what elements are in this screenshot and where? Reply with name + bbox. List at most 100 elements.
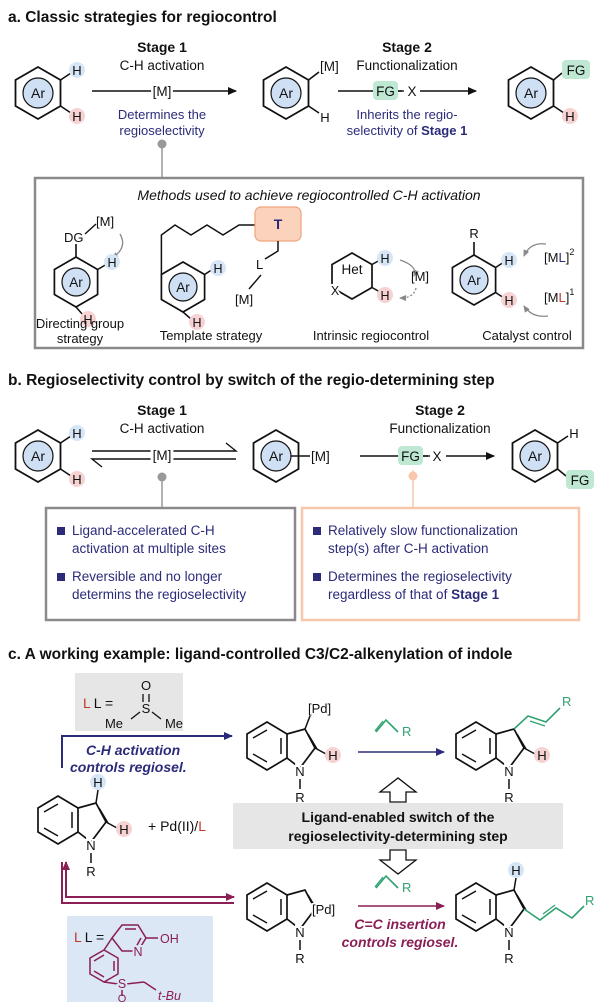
ar-label: Ar [467, 273, 481, 288]
c-bottom-bent-arrow-shaft [65, 876, 235, 901]
ligand2-tbu: t-Bu [158, 989, 181, 1003]
ligand1-s: S [142, 701, 151, 716]
ligand1-me2: Me [165, 716, 183, 731]
section-a-heading: a. Classic strategies for regiocontrol [8, 9, 277, 26]
b-right-line-1: Relatively slow functionalization [328, 523, 518, 538]
h-atom: H [569, 426, 578, 441]
fg-reagent-label: FG [401, 449, 420, 464]
indole-c3-pd: [Pd] H N R [246, 701, 341, 805]
b-right-line-4: regardless of that of Stage 1 [328, 587, 500, 602]
het-label: Het [341, 262, 362, 277]
c-top-label-2: controls regiosel. [70, 759, 187, 775]
a-connector-dot [157, 139, 167, 149]
method-intrinsic: Het X H H [M] [329, 250, 429, 303]
indole-r: R [504, 790, 513, 805]
ligand2-oh: OH [160, 932, 179, 946]
fg-reagent-box [398, 446, 423, 465]
b-left-box [44, 506, 297, 622]
c-top-bent-arrow [61, 732, 233, 768]
indole-r: R [504, 951, 513, 966]
b-eq-arrow-forward [92, 442, 238, 452]
h-atom-blue: H [72, 63, 81, 78]
b-eq-arrow-back [90, 458, 236, 468]
fg-label: FG [571, 473, 590, 488]
c-top-label-1: C-H activation [86, 742, 180, 758]
b-stage2-sub: Functionalization [389, 421, 490, 436]
bullet-square [313, 573, 321, 581]
alkene-reagent-bottom [375, 874, 399, 889]
method-directing-group: Ar DG [M] H H [53, 214, 124, 327]
c-bottom-label-1: C=C insertion [354, 916, 445, 932]
indole-n: N [86, 838, 95, 853]
ligand2-box [67, 916, 213, 1002]
ligand2-s: S [118, 977, 126, 991]
h-atom-pink: H [504, 294, 513, 308]
indole-n: N [295, 764, 304, 779]
b-stage2-title: Stage 2 [415, 402, 465, 418]
c-bottom-label-2: controls regiosel. [342, 934, 459, 950]
ar-label: Ar [269, 448, 283, 464]
indole-c3-product: R H N R [455, 694, 571, 805]
h-atom-pink: H [380, 289, 389, 303]
a-intermediate: Ar [M] H [262, 59, 339, 125]
metal-label: [M] [311, 449, 330, 464]
b-left-line-1: Ligand-accelerated C-H [72, 523, 215, 538]
ml1-label: [ML]1 [544, 287, 574, 305]
indole-n: N [295, 925, 304, 940]
x-reagent-label: X [407, 84, 416, 99]
h-atom-pink: H [537, 748, 546, 763]
method1-caption-1: Directing group [36, 316, 124, 331]
pd-label: [Pd] [312, 902, 335, 917]
b-right-box [300, 506, 581, 622]
b-left-line-3: Reversible and no longer [72, 569, 223, 584]
fg-label: FG [567, 63, 586, 78]
pd-reagent: + Pd(II)/L [148, 818, 206, 834]
switch-arrow-down [378, 849, 418, 875]
method1-caption-2: strategy [57, 331, 104, 346]
ligand2-structure [89, 924, 158, 996]
b-right-line-3: Determines the regioselectivity [328, 569, 512, 584]
switch-center-box [233, 803, 563, 849]
alkene-r-bottom: R [402, 880, 411, 895]
method4-caption: Catalyst control [482, 328, 572, 343]
ar-label: Ar [31, 448, 45, 464]
ar-label: Ar [528, 448, 542, 464]
ligand1-o: O [141, 678, 151, 693]
indole-n: N [504, 925, 513, 940]
h-atom-pink: H [83, 313, 92, 327]
a-product: Ar FG H [507, 60, 590, 124]
a-stage2-sub: Functionalization [356, 58, 457, 73]
h-atom-blue: H [213, 262, 222, 276]
h-atom-pink: H [565, 109, 574, 124]
section-b-heading: b. Regioselectivity control by switch of… [8, 372, 495, 389]
x-heteroatom-label: X [331, 284, 340, 298]
a-stage1-reagent: [M] [153, 84, 172, 99]
b-substrate: Ar H H [14, 425, 85, 487]
alkenyl-r: R [585, 893, 594, 908]
b-left-line-2: activation at multiple sites [72, 541, 226, 556]
ar-label: Ar [524, 85, 538, 101]
method3-caption: Intrinsic regiocontrol [313, 328, 429, 343]
method-template: Ar T L [M] H H [160, 206, 302, 330]
bullet-square [57, 573, 65, 581]
fg-reagent-box [373, 81, 398, 100]
a-stage1-sub: C-H activation [120, 58, 205, 73]
h-atom-blue: H [107, 256, 116, 270]
ar-label: Ar [69, 275, 83, 290]
b-product: Ar H FG [511, 426, 594, 489]
a-stage2-note-1: Inherits the regio- [356, 107, 457, 122]
alkenyl-r: R [562, 694, 571, 709]
h-atom-pink: H [72, 472, 81, 487]
h-atom-blue: H [504, 254, 513, 268]
indole-r: R [86, 864, 95, 879]
method-catalyst: Ar R H H [ML]2 [ML]1 [451, 226, 574, 317]
template-t-label: T [274, 216, 283, 232]
switch-arrow-up [378, 777, 418, 803]
h-atom-blue: H [511, 863, 520, 878]
dg-metal-label: [M] [96, 214, 114, 229]
section-c-heading: c. A working example: ligand-controlled … [8, 646, 513, 663]
b-connector-right-dot [408, 471, 418, 481]
